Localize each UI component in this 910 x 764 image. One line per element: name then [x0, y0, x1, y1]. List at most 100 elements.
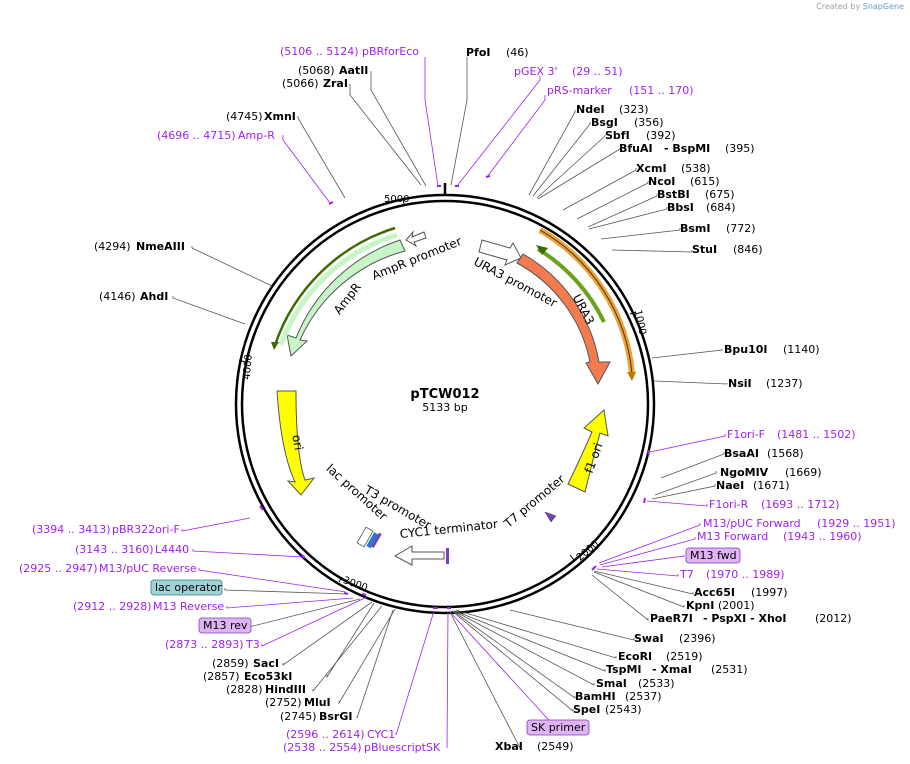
site-bamhi: BamHI — [575, 690, 616, 703]
primer-pbrforeco-range: (5106 .. 5124) — [280, 45, 359, 58]
ura3-orf-arrowhead — [627, 372, 636, 381]
site-bfuai-pos: (395) — [725, 142, 755, 155]
primer-l4440-range: (3143 .. 3160) — [75, 543, 154, 556]
primer-m13-fwd-range: (1943 .. 1960) — [783, 530, 862, 543]
ampr-cds-arc — [273, 226, 396, 346]
site-bsaai-pos: (1568) — [767, 447, 804, 460]
ori-arrow — [276, 390, 316, 496]
site-saci-pos: (2859) — [212, 657, 249, 670]
primer-t7-name: T7 — [679, 568, 694, 581]
site-ahdi-pos: (4146) — [99, 290, 136, 303]
leader-lines-lower — [181, 434, 726, 749]
site-bspmi: - BspMI — [664, 142, 710, 155]
site-pfoi: PfoI — [466, 46, 491, 59]
site-nsii-pos: (1237) — [766, 377, 803, 390]
primer-f1ori-r-name: F1ori-R — [709, 498, 749, 511]
site-acc65i: Acc65I — [694, 586, 735, 599]
site-nsii: NsiI — [728, 377, 752, 390]
primer-f1ori-r-range: (1693 .. 1712) — [761, 498, 840, 511]
primer-m13-rev-range: (2912 .. 2928) — [73, 600, 152, 613]
site-saci: SacI — [253, 657, 279, 670]
site-smai-pos: (2533) — [638, 677, 675, 690]
site-ndei: NdeI — [576, 103, 605, 116]
site-stui-pos: (846) — [733, 243, 763, 256]
primer-pbr322ori-f-name: pBR322ori-F — [112, 523, 180, 536]
primer-marks — [259, 175, 650, 609]
primer-l4440-name: L4440 — [155, 543, 189, 556]
site-xcmi-pos: (538) — [681, 162, 711, 175]
primer-cyc1-name: CYC1 — [367, 728, 395, 741]
lac-cluster — [356, 526, 382, 549]
tick-5000: 5000 — [384, 194, 409, 205]
ampr-cds-fill — [278, 232, 398, 346]
sk-primer-box — [526, 719, 590, 736]
primer-t3-name: T3 — [245, 638, 260, 651]
site-ecori-pos: (2519) — [666, 650, 703, 663]
site-bbsi-pos: (684) — [706, 201, 736, 214]
site-aatii-pos: (5068) — [298, 64, 335, 77]
cyc1-terminator-arrow — [393, 545, 445, 566]
site-bsmi-pos: (772) — [726, 222, 756, 235]
site-bstbi: BstBI — [657, 188, 690, 201]
site-swai-pos: (2396) — [679, 632, 716, 645]
site-bbsi: BbsI — [667, 201, 694, 214]
site-xmai: - XmaI — [652, 663, 692, 676]
tick-1000: 1000 — [632, 309, 648, 336]
ura3-arrow — [516, 253, 611, 386]
m13-rev-box-label: M13 rev — [203, 619, 248, 632]
sk-primer-box-label: SK primer — [531, 721, 586, 734]
ura3-promoter-arrow — [478, 239, 522, 266]
site-pfoi-pos: (46) — [506, 46, 529, 59]
site-pspxi-xhoi: - PspXI - XhoI — [703, 612, 786, 625]
site-bfuai: BfuAI — [619, 142, 653, 155]
primer-m13puc-fwd-name: M13/pUC Forward — [703, 517, 801, 530]
site-ncoi: NcoI — [648, 175, 675, 188]
primer-pbluescriptsk-name: pBluescriptSK — [364, 741, 441, 754]
snapgene-credit: Created by SnapGene — [816, 2, 904, 11]
site-ndei-pos: (323) — [619, 103, 649, 116]
primer-m13-rev-name: M13 Reverse — [153, 600, 224, 613]
site-kpni-pos: (2001) — [718, 599, 755, 612]
f1-ori-arrow — [567, 409, 609, 493]
ura3-orf-arc-line — [539, 229, 633, 375]
t7-promoter-mark — [544, 511, 557, 523]
site-naei-pos: (1671) — [753, 479, 790, 492]
primer-m13-fwd-name: M13 Forward — [697, 530, 768, 543]
site-nmeaiii-pos: (4294) — [94, 240, 131, 253]
primer-prs-marker-name: pRS-marker — [547, 84, 612, 97]
site-xbai: XbaI — [495, 740, 523, 753]
site-paer7i-pos: (2012) — [815, 612, 852, 625]
site-ncoi-pos: (615) — [690, 175, 720, 188]
site-xmni-pos: (4745) — [226, 110, 263, 123]
site-naei: NaeI — [716, 479, 744, 492]
site-bpu10i: Bpu10I — [724, 343, 768, 356]
ampr-promoter-arrow — [405, 230, 427, 248]
site-xcmi: XcmI — [636, 162, 667, 175]
primer-pgex3-range: (29 .. 51) — [572, 65, 623, 78]
site-ngomiv-pos: (1669) — [785, 466, 822, 479]
site-bpu10i-pos: (1140) — [783, 343, 820, 356]
primer-m13puc-rev-name: M13/pUC Reverse — [99, 562, 197, 575]
site-bsaai: BsaAI — [724, 447, 759, 460]
plasmid-name: pTCW012 — [410, 387, 479, 402]
site-stui: StuI — [692, 243, 717, 256]
site-spei: SpeI — [573, 703, 600, 716]
site-hindiii: HindIII — [265, 683, 306, 696]
primer-pbluescriptsk-range: (2538 .. 2554) — [283, 741, 362, 754]
site-xmni: XmnI — [264, 110, 296, 123]
ura3-cds-arc — [536, 247, 606, 323]
m13-fwd-box-label: M13 fwd — [690, 549, 737, 562]
site-tspmi-pos: (2531) — [711, 663, 748, 676]
site-zrai: ZraI — [323, 77, 348, 90]
primer-t7-range: (1970 .. 1989) — [706, 568, 785, 581]
site-swai: SwaI — [634, 632, 664, 645]
site-bsgi: BsgI — [591, 116, 618, 129]
primer-amp-r-name: Amp-R — [238, 129, 275, 142]
t7-promoter-label: T7 promoter — [501, 472, 568, 531]
primer-t3-range: (2873 .. 2893) — [165, 638, 244, 651]
site-xbai-pos: (2549) — [537, 740, 574, 753]
site-paer7i: PaeR7I — [650, 612, 693, 625]
site-bsrgi: BsrGI — [319, 710, 352, 723]
site-spei-pos: (2543) — [605, 703, 642, 716]
